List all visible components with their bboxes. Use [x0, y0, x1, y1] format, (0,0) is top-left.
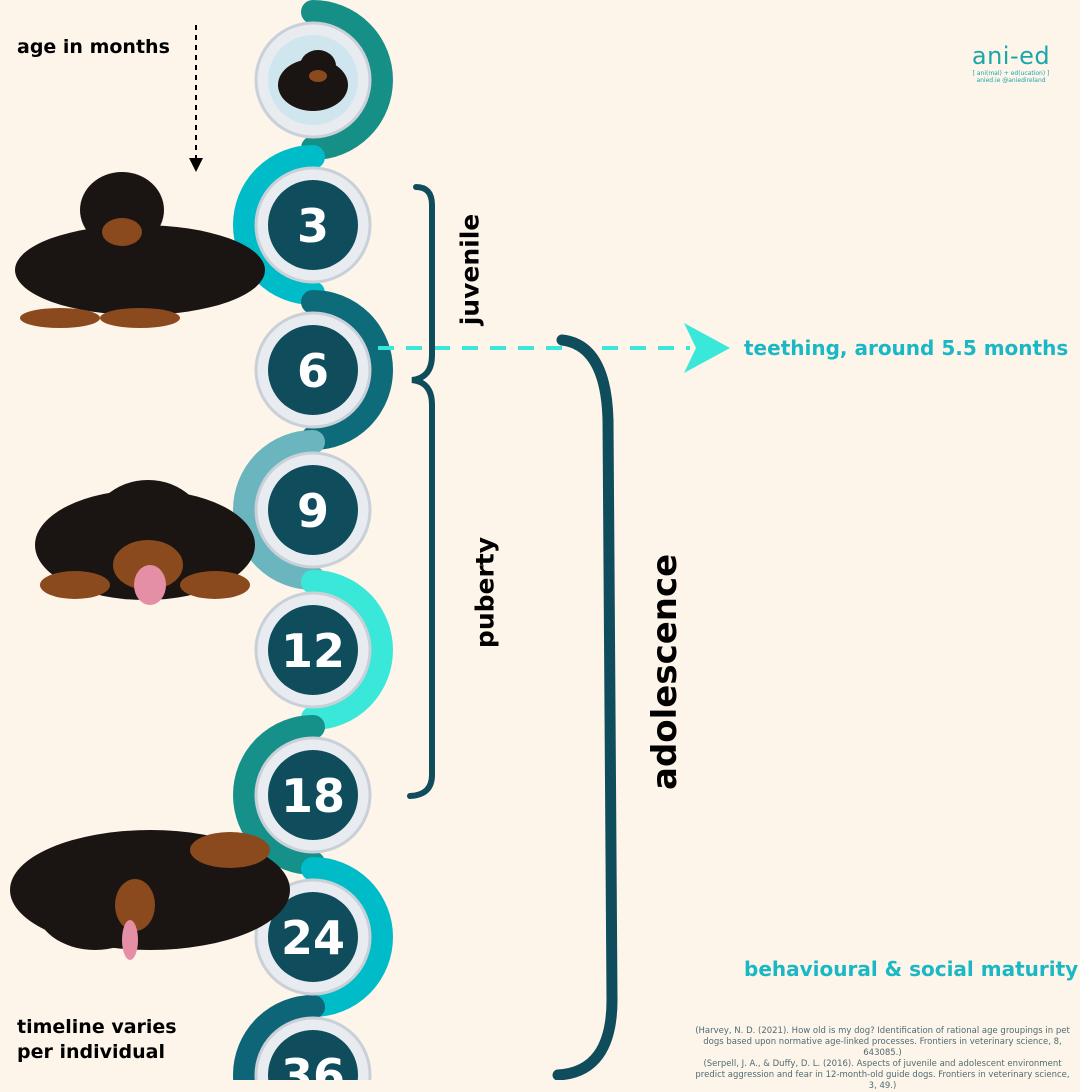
age-circle: 6 [254, 311, 372, 429]
age-circle: 24 [254, 878, 372, 996]
age-number: 6 [297, 344, 329, 398]
citation-1: (Harvey, N. D. (2021). How old is my dog… [695, 1026, 1070, 1058]
age-number: 3 [297, 199, 329, 253]
arrow-head-icon [189, 158, 203, 172]
ani-ed-logo: ani-ed [ ani(mal) + ed(ucation) ] anied.… [950, 42, 1072, 84]
age-number: 9 [297, 484, 329, 538]
age-circle: 9 [254, 451, 372, 569]
dog-image-puppy-lying [15, 172, 265, 328]
teething-arrow-head-icon [684, 323, 730, 373]
dog-image-rolling [10, 830, 290, 960]
citations: (Harvey, N. D. (2021). How old is my dog… [690, 1026, 1075, 1092]
adolescence-label: adolescence [645, 553, 685, 790]
logo-handle: anied.ie @aniedireland [976, 77, 1046, 84]
adolescence-brace [552, 334, 618, 1080]
timeline-arc [233, 715, 325, 875]
timeline-arc [301, 857, 393, 1017]
age-number: 12 [281, 624, 345, 678]
timeline-arc [301, 0, 393, 160]
timeline-varies-label: timeline varies per individual [17, 1015, 177, 1065]
age-number: 18 [281, 769, 345, 823]
age-number: 36 [281, 1049, 345, 1080]
timeline-varies-line-2: per individual [17, 1041, 165, 1063]
teething-label: teething, around 5.5 months [744, 336, 1069, 360]
citation-2: (Serpell, J. A., & Duffy, D. L. (2016). … [695, 1059, 1070, 1091]
timeline-arc [301, 570, 393, 730]
timeline-arcs [233, 0, 393, 1080]
timeline-arc [233, 145, 325, 305]
puberty-label: puberty [470, 536, 500, 649]
age-circle: 12 [254, 591, 372, 709]
top-puppy-image [278, 50, 348, 111]
timeline-arc [233, 430, 325, 590]
age-in-months-label: age in months [17, 36, 170, 58]
age-circle: 36 [254, 1016, 372, 1080]
age-circle: 3 [254, 166, 372, 284]
juvenile-label: juvenile [455, 213, 485, 326]
dog-image-happy-head [35, 480, 255, 605]
timeline-arc [233, 995, 325, 1080]
logo-tagline: [ ani(mal) + ed(ucation) ] [972, 70, 1050, 77]
age-number: 24 [281, 911, 345, 965]
timeline-arc [301, 290, 393, 450]
maturity-label: behavioural & social maturity [744, 957, 1079, 981]
juvenile-puberty-brace [407, 184, 435, 799]
logo-name: ani-ed [971, 42, 1051, 70]
age-circle: 18 [254, 736, 372, 854]
timeline-varies-line-1: timeline varies [17, 1016, 177, 1038]
